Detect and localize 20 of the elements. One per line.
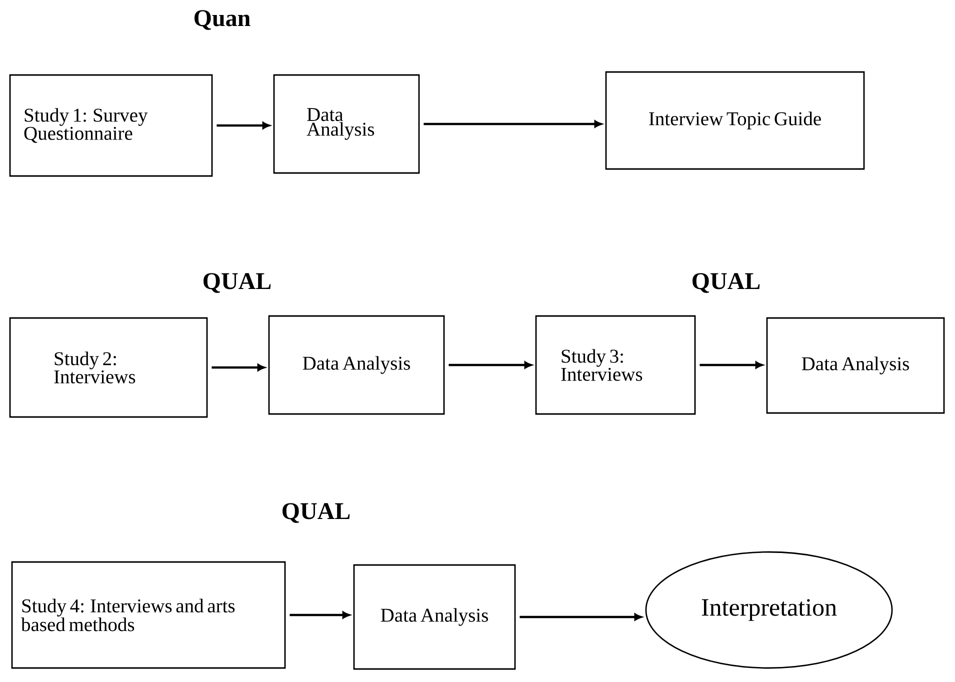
- process-box: Study 1: Survey Questionnaire: [9, 74, 213, 177]
- arrow: [290, 611, 350, 619]
- process-box: Study 2: Interviews: [9, 317, 208, 418]
- arrow: [212, 364, 265, 372]
- process-box: Data Analysis: [273, 74, 420, 174]
- process-box: Data Analysis: [353, 564, 516, 670]
- process-box: Interview Topic Guide: [605, 71, 865, 170]
- section-heading: QUAL: [204, 273, 271, 293]
- arrow: [700, 361, 763, 369]
- arrow: [520, 613, 642, 621]
- arrow: [448, 361, 532, 369]
- process-box: Data Analysis: [766, 317, 945, 414]
- process-box: Data Analysis: [268, 315, 445, 415]
- section-heading: Quan: [194, 10, 250, 30]
- arrow: [424, 120, 602, 128]
- process-box: Study 4: Interviews and arts based methods: [11, 561, 286, 669]
- section-heading: QUAL: [692, 273, 760, 293]
- section-heading: QUAL: [282, 503, 350, 523]
- process-box: Study 3: Interviews: [535, 315, 696, 415]
- arrow: [216, 122, 270, 130]
